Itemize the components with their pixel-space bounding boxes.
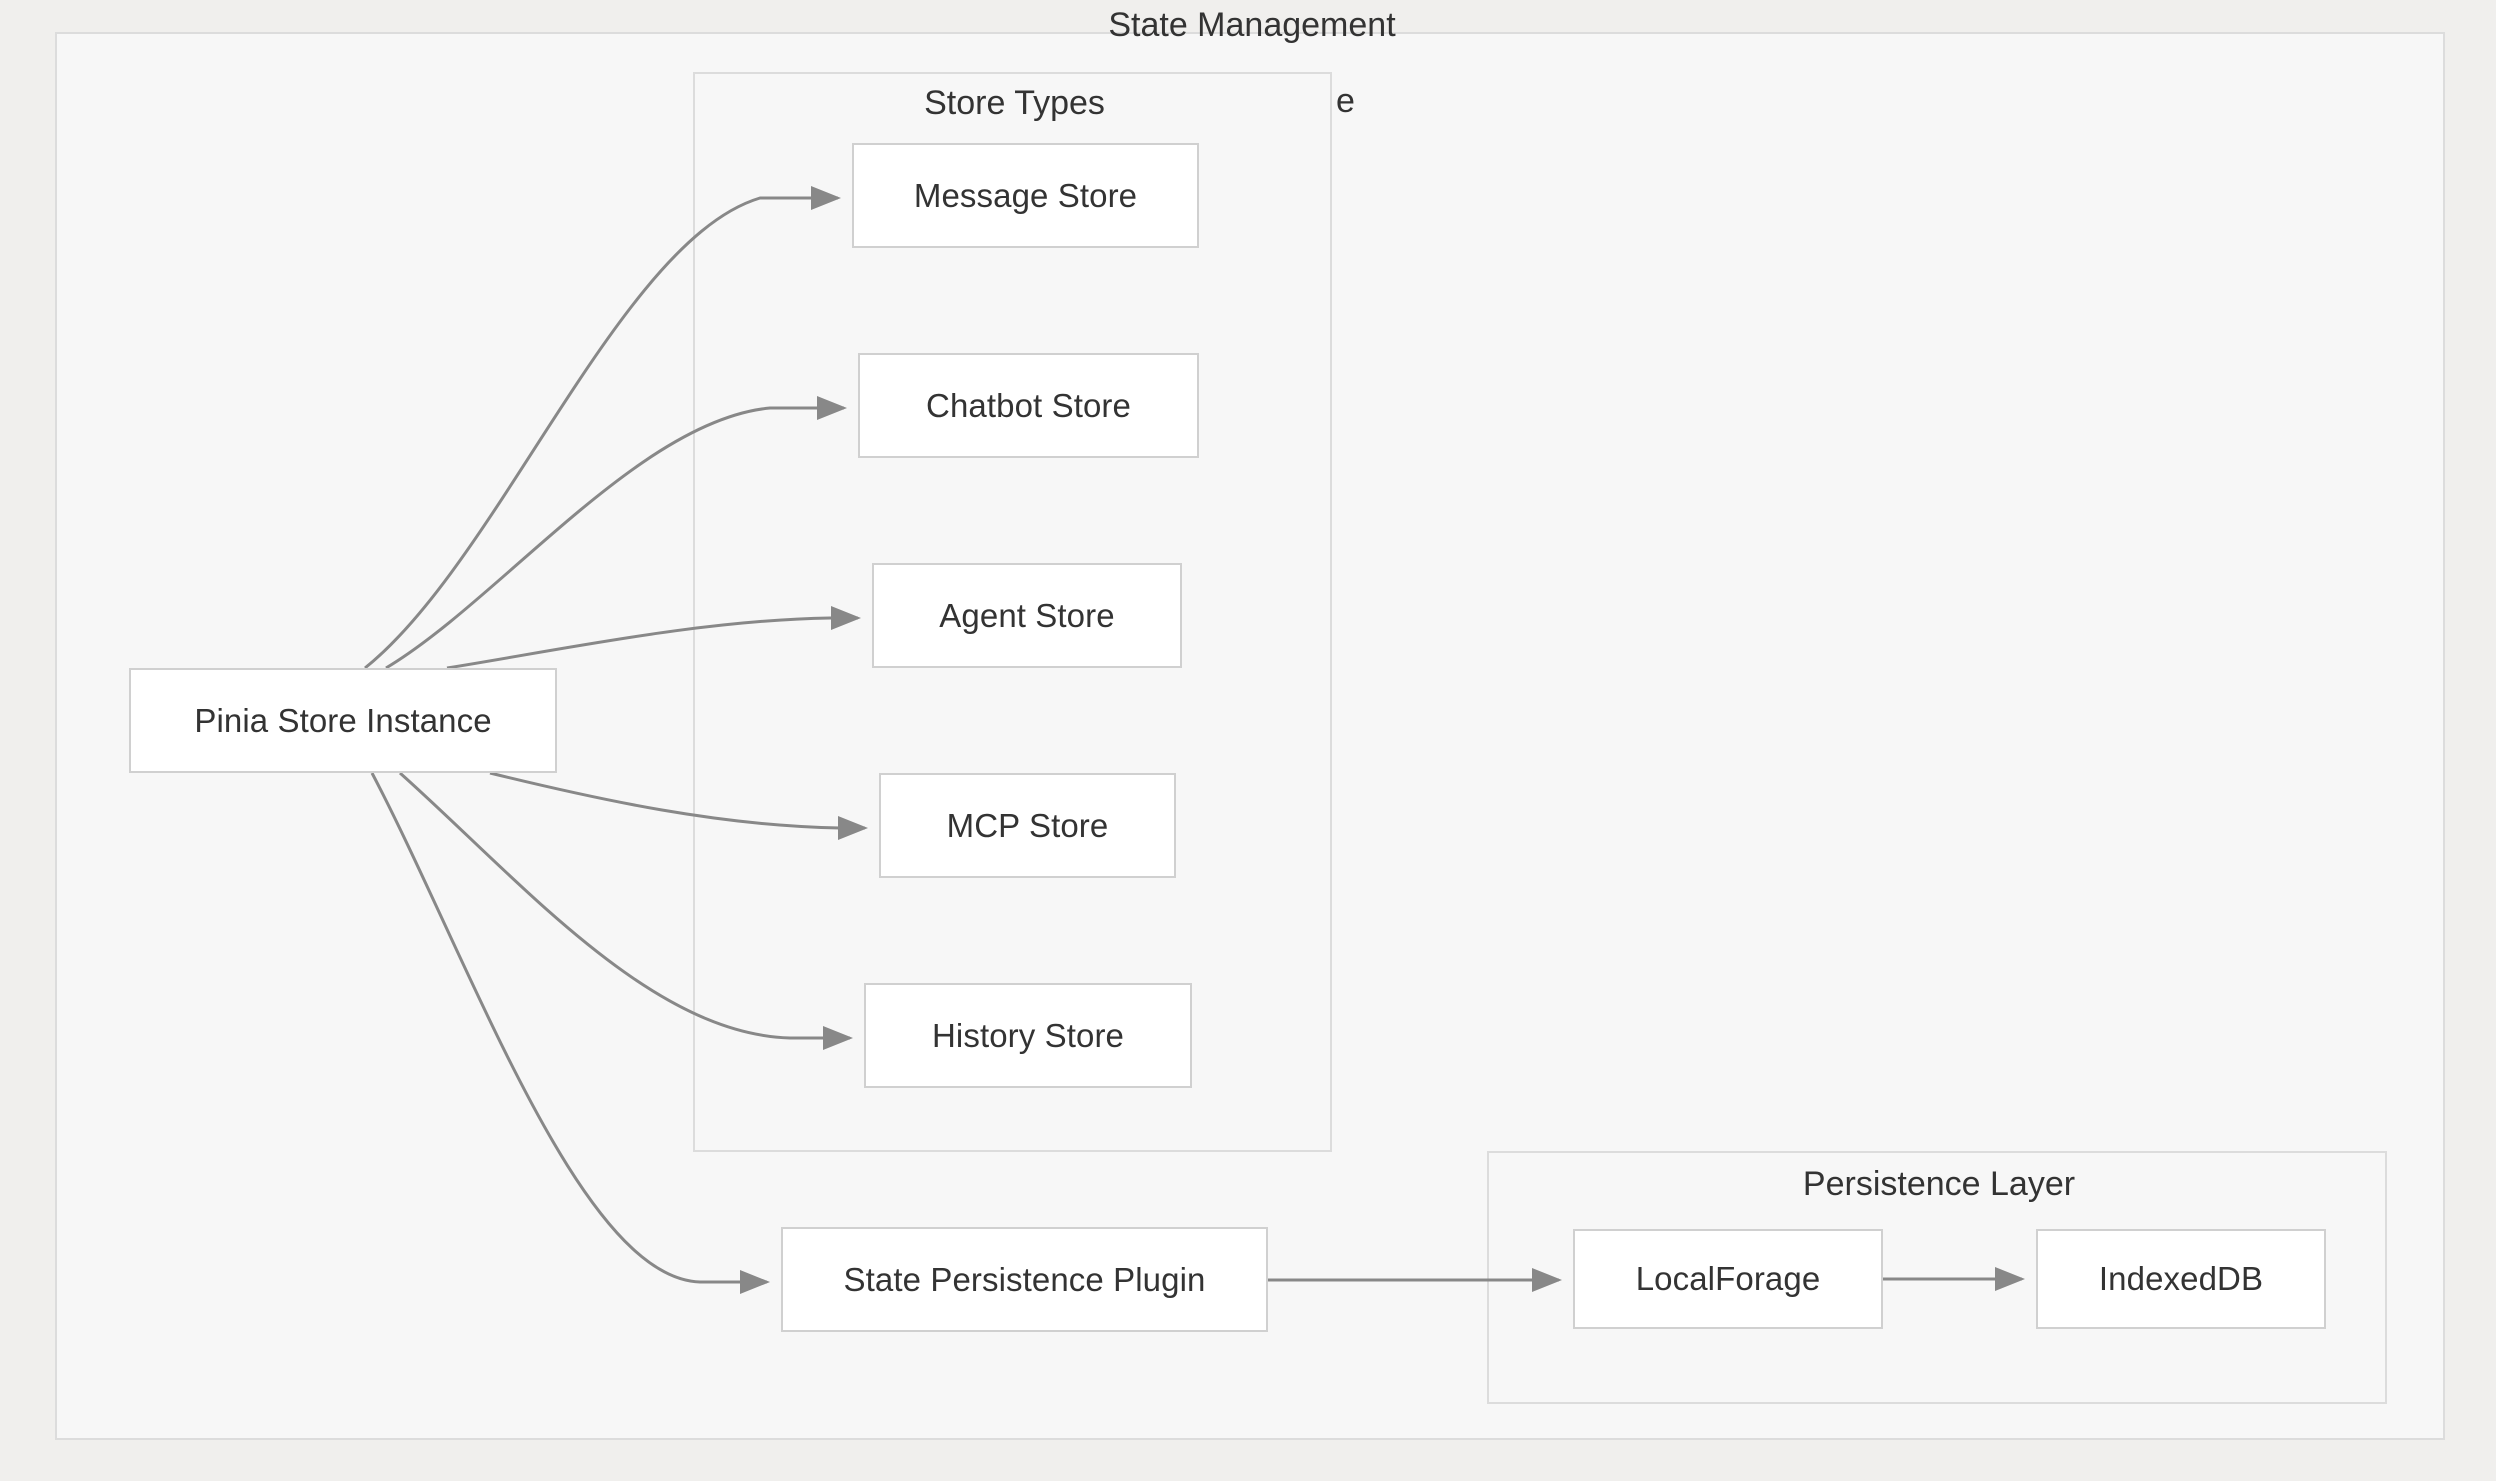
- node-indexeddb[interactable]: IndexedDB: [2036, 1229, 2326, 1329]
- node-agent-store[interactable]: Agent Store: [872, 563, 1182, 668]
- node-message-store[interactable]: Message Store: [852, 143, 1199, 248]
- subgraph-store-types-title: Store Types: [924, 84, 1105, 122]
- node-pinia-store-instance[interactable]: Pinia Store Instance: [129, 668, 557, 773]
- node-history-store[interactable]: History Store: [864, 983, 1192, 1088]
- subgraph-state-management-title: State Management: [1108, 6, 1396, 44]
- node-state-persistence-plugin[interactable]: State Persistence Plugin: [781, 1227, 1268, 1332]
- node-mcp-store[interactable]: MCP Store: [879, 773, 1176, 878]
- node-localforage[interactable]: LocalForage: [1573, 1229, 1883, 1329]
- node-chatbot-store[interactable]: Chatbot Store: [858, 353, 1199, 458]
- subgraph-persistence-layer-title: Persistence Layer: [1802, 1165, 2076, 1203]
- clipped-label-fragment: e: [1336, 82, 1355, 120]
